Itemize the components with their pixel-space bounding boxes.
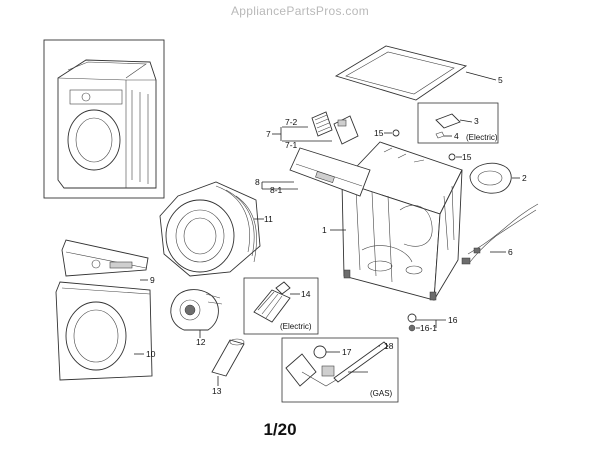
callout-15b: 15 — [462, 152, 472, 162]
electric-inset-3-4: 3 4 (Electric) — [417, 102, 499, 144]
watermark: AppliancePartsPros.com — [231, 4, 369, 18]
part-blower-housing: 12 — [170, 289, 223, 347]
electric-inset-14: 14 (Electric) — [243, 277, 319, 335]
callout-2: 2 — [522, 173, 527, 183]
part-filter-assembly: 7 7-2 7-1 — [266, 111, 359, 150]
part-drum: 11 — [159, 181, 273, 277]
callout-5: 5 — [498, 75, 503, 85]
callout-8-1: 8-1 — [270, 185, 283, 195]
page-label: 1/20 — [263, 420, 297, 439]
electric-note-14: (Electric) — [280, 322, 312, 331]
part-top-cover: 5 — [334, 45, 503, 101]
gas-note: (GAS) — [370, 389, 393, 398]
callout-7-1: 7-1 — [285, 140, 298, 150]
gas-inset-17-18: 17 18 (GAS) — [281, 337, 399, 403]
dryer-overview — [43, 39, 165, 199]
callout-14: 14 — [301, 289, 311, 299]
part-leg-16: 16 16-1 — [407, 313, 458, 333]
callout-15a: 15 — [374, 128, 384, 138]
callout-3: 3 — [474, 116, 479, 126]
callout-7: 7 — [266, 129, 271, 139]
callout-13: 13 — [212, 386, 222, 396]
part-duct: 2 — [469, 162, 527, 194]
callout-11: 11 — [264, 214, 273, 224]
part-control-panel: 9 — [61, 239, 155, 285]
callout-17: 17 — [342, 347, 352, 357]
callout-1: 1 — [322, 225, 327, 235]
callout-4: 4 — [454, 131, 459, 141]
callout-10: 10 — [146, 349, 156, 359]
callout-6: 6 — [508, 247, 513, 257]
callout-8: 8 — [255, 177, 260, 187]
part-cabinet: 1 — [322, 141, 463, 301]
part-power-cord: 6 — [461, 203, 539, 265]
callout-12: 12 — [196, 337, 206, 347]
part-screw-15-upper: 15 — [374, 128, 400, 138]
electric-note-3-4: (Electric) — [466, 133, 498, 142]
part-exhaust-tube: 13 — [211, 338, 245, 396]
callout-16: 16 — [448, 315, 458, 325]
callout-16-1: 16-1 — [420, 323, 437, 333]
callout-7-2: 7-2 — [285, 117, 298, 127]
part-screw-15-right: 15 — [448, 152, 472, 162]
part-front-door: 10 — [55, 281, 156, 381]
part-control-panel-frame: 8 8-1 — [255, 147, 371, 197]
callout-18: 18 — [384, 341, 394, 351]
callout-9: 9 — [150, 275, 155, 285]
